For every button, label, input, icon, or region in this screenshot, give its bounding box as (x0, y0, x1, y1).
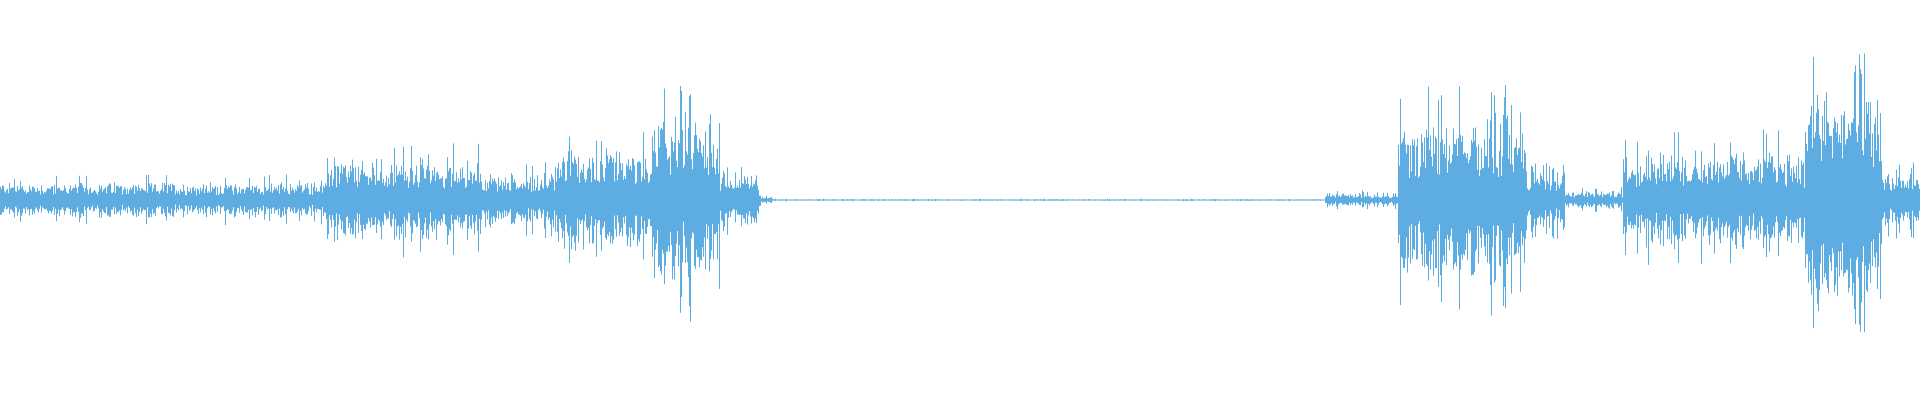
waveform-signal (0, 53, 1920, 333)
